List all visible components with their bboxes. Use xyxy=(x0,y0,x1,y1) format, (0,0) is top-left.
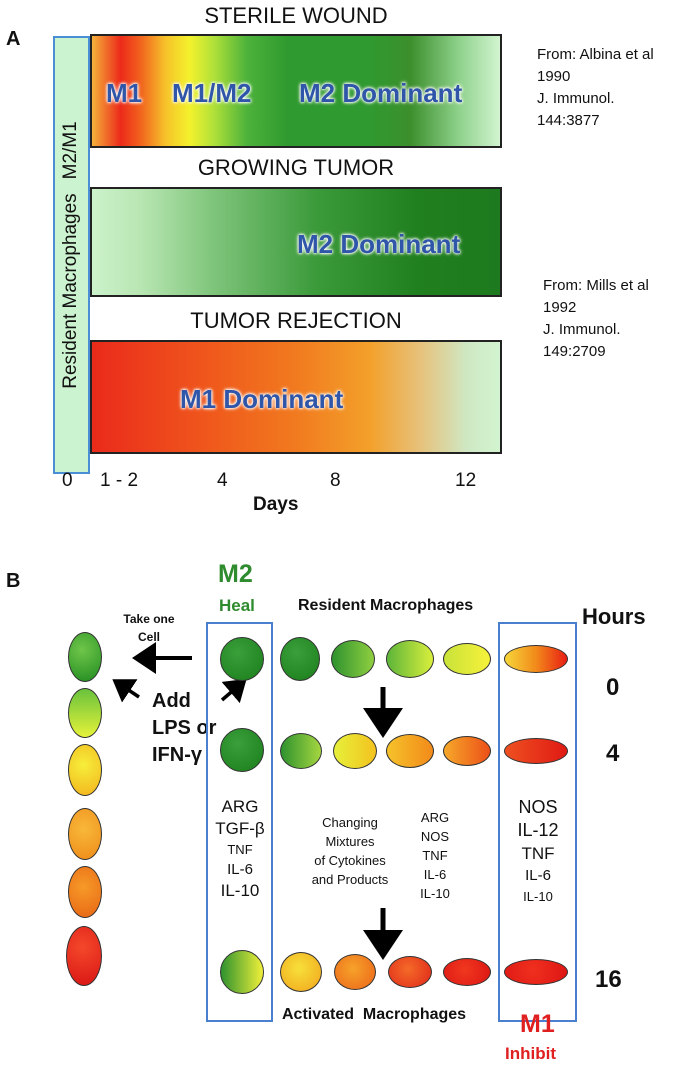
tick-0: 0 xyxy=(62,470,73,491)
sterile-m1m2-label: M1/M2 xyxy=(172,78,252,108)
changing-mixtures-text: Changing Mixtures of Cytokines and Produ… xyxy=(295,813,405,889)
ref1-line4: 144:3877 xyxy=(537,112,600,129)
reference-mills: From: Mills et al 1992 J. Immunol. 149:2… xyxy=(543,275,649,363)
to-m2-arrow xyxy=(220,678,247,704)
row4-cell-6 xyxy=(504,738,568,764)
m1-title: M1 xyxy=(520,1010,555,1038)
row0-cell-1 xyxy=(220,637,264,681)
m1-product-il12: IL-12 xyxy=(517,820,559,840)
left-cell-4 xyxy=(68,808,102,860)
sterile-m1-label: M1 xyxy=(106,78,143,108)
changing-line3: of Cytokines xyxy=(314,853,386,868)
resident-macrophages-box xyxy=(53,36,90,474)
left-cell-5 xyxy=(68,866,102,918)
row0-cell-6 xyxy=(504,645,568,673)
row4-cell-1 xyxy=(220,728,264,772)
row0-cell-2 xyxy=(280,637,320,681)
rejection-m1-dominant-label: M1 Dominant xyxy=(180,384,344,414)
mid-products-list: ARG NOS TNF IL-6 IL-10 xyxy=(410,808,460,903)
m2-product-il10: IL-10 xyxy=(220,881,260,900)
left-cell-3 xyxy=(68,744,102,796)
reference-albina: From: Albina et al 1990 J. Immunol. 144:… xyxy=(537,44,654,132)
mid-product-nos: NOS xyxy=(420,829,450,844)
m2-products-list: ARG TGF-β TNF IL-6 IL-10 xyxy=(207,796,273,902)
row16-cell-5 xyxy=(443,958,491,986)
add-arrow xyxy=(112,679,140,703)
m2-product-il6: IL-6 xyxy=(227,861,253,878)
mid-product-il6: IL-6 xyxy=(423,867,447,882)
m1-frame xyxy=(498,622,577,1022)
take-one-cell-text: Take one Cell xyxy=(114,610,184,646)
m2-product-tnf: TNF xyxy=(227,842,253,857)
sterile-m2-dominant-label: M2 Dominant xyxy=(299,78,463,108)
m1-product-nos: NOS xyxy=(518,797,558,817)
tick-12: 12 xyxy=(455,470,477,491)
ref1-line2: 1990 xyxy=(537,68,571,85)
panel-b-letter: B xyxy=(6,570,21,592)
m2-frame xyxy=(206,622,273,1022)
sterile-wound-bar: M1 M1/M2 M2 Dominant xyxy=(90,34,502,148)
hours-4: 4 xyxy=(606,740,620,767)
mid-product-arg: ARG xyxy=(420,810,450,825)
row16-cell-6 xyxy=(504,959,568,985)
m2-product-tgfb: TGF-β xyxy=(215,819,265,838)
left-cell-6 xyxy=(66,926,102,986)
m1-products-list: NOS IL-12 TNF IL-6 IL-10 xyxy=(500,796,576,907)
ref2-line2: 1992 xyxy=(543,299,577,316)
add-line2: LPS or xyxy=(152,717,217,739)
sterile-wound-title: STERILE WOUND xyxy=(204,3,388,28)
days-axis-label: Days xyxy=(253,494,299,515)
changing-line4: and Products xyxy=(311,872,389,887)
tumor-rejection-bar: M1 Dominant xyxy=(90,340,502,454)
row4-cell-3 xyxy=(333,733,377,769)
row0-cell-5 xyxy=(443,643,491,675)
ref2-line4: 149:2709 xyxy=(543,343,606,360)
m1-product-tnf: TNF xyxy=(521,844,555,863)
hours-16: 16 xyxy=(595,966,622,993)
panel-a-letter: A xyxy=(6,28,21,50)
row16-cell-2 xyxy=(280,952,322,992)
row0-cell-3 xyxy=(331,640,375,678)
tick-4: 4 xyxy=(217,470,228,491)
growing-tumor-title: GROWING TUMOR xyxy=(197,155,395,180)
tick-8: 8 xyxy=(330,470,341,491)
row4-cell-5 xyxy=(443,736,491,766)
growing-m2-dominant-label: M2 Dominant xyxy=(297,229,461,259)
take-one-line1: Take one xyxy=(123,612,175,626)
row4-cell-4 xyxy=(386,734,434,768)
left-cell-2 xyxy=(68,688,102,738)
activated-macrophages-label: Activated Macrophages xyxy=(282,1006,467,1023)
tumor-rejection-title: TUMOR REJECTION xyxy=(190,308,402,333)
mid-product-il10: IL-10 xyxy=(420,886,450,901)
m1-product-il10: IL-10 xyxy=(523,889,553,904)
m1-product-il6: IL-6 xyxy=(525,867,551,884)
left-cell-1 xyxy=(68,632,102,682)
hours-0: 0 xyxy=(606,674,620,701)
changing-line2: Mixtures xyxy=(325,834,375,849)
growing-tumor-bar: M2 Dominant xyxy=(90,187,502,297)
row16-cell-1 xyxy=(220,950,264,994)
m1-inhibit-label: Inhibit xyxy=(505,1044,556,1063)
row16-cell-3 xyxy=(334,954,376,990)
hours-label: Hours xyxy=(582,604,646,629)
m2-heal-label: Heal xyxy=(219,596,255,615)
add-line1: Add xyxy=(152,690,191,712)
mid-product-tnf: TNF xyxy=(422,848,448,863)
m2-product-arg: ARG xyxy=(221,797,259,816)
ref2-line1: From: Mills et al xyxy=(543,277,649,294)
add-line3: IFN-γ xyxy=(152,744,202,766)
row0-cell-4 xyxy=(386,640,434,678)
ref1-line1: From: Albina et al xyxy=(537,46,654,63)
add-lps-ifn-text: Add LPS or IFN-γ xyxy=(152,688,216,769)
row4-cell-2 xyxy=(280,733,322,769)
ref2-line3: J. Immunol. xyxy=(543,321,621,338)
tick-1-2: 1 - 2 xyxy=(100,470,139,491)
row16-cell-4 xyxy=(388,956,432,988)
resident-macrophages-heading: Resident Macrophages xyxy=(298,597,474,614)
ref1-line3: J. Immunol. xyxy=(537,90,615,107)
changing-line1: Changing xyxy=(322,815,378,830)
m2-title: M2 xyxy=(218,560,253,588)
take-one-line2: Cell xyxy=(137,630,160,644)
